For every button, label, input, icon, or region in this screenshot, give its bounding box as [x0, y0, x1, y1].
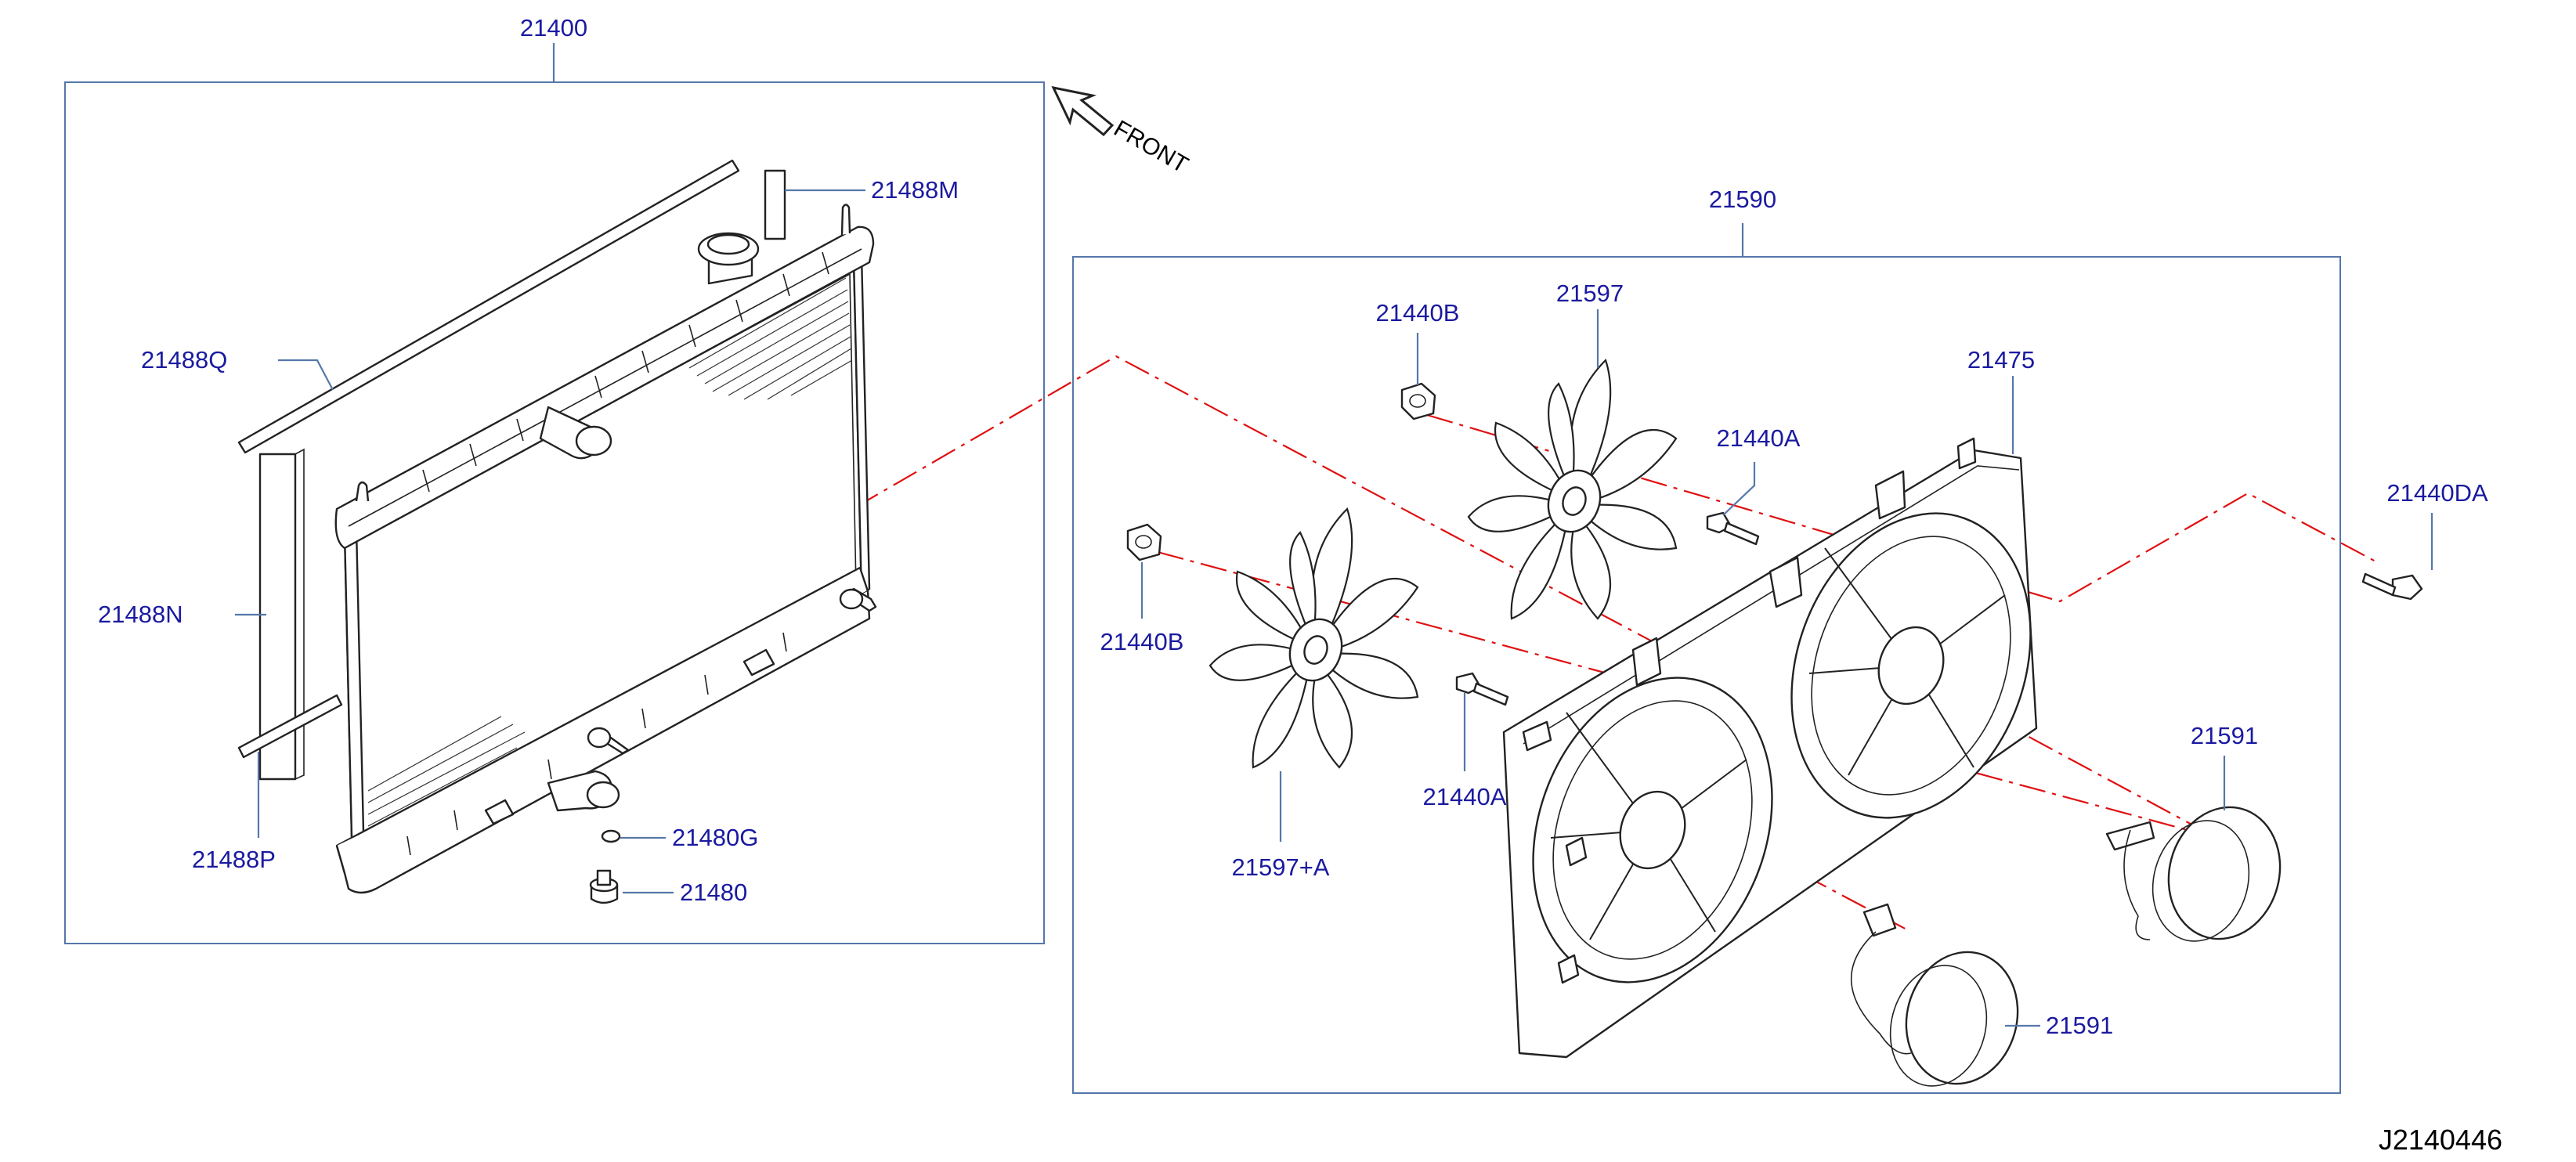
- label-21440A-top: 21440A: [1717, 424, 1801, 452]
- leader-21488Q: [278, 359, 334, 391]
- radiator-seal-m: [764, 169, 786, 240]
- label-21440B-top: 21440B: [1376, 299, 1460, 327]
- label-21590: 21590: [1709, 186, 1776, 213]
- label-21488N: 21488N: [98, 601, 183, 628]
- label-21597A: 21597+A: [1232, 853, 1330, 881]
- label-21480: 21480: [680, 879, 747, 906]
- drain-plug: [589, 869, 619, 904]
- label-21480G: 21480G: [672, 824, 758, 851]
- nut-21440b-left: [1126, 523, 1162, 561]
- nut-21440b-top: [1400, 382, 1436, 420]
- bolt-21440a-mid: [1455, 672, 1509, 706]
- front-label: FRONT: [1110, 115, 1193, 178]
- fan-motor-right: [2105, 806, 2282, 942]
- fan-motor-bottom: [1850, 903, 2019, 1087]
- leader-21440A-top: [1722, 462, 1756, 516]
- label-21440B-left: 21440B: [1100, 628, 1184, 655]
- bolt-21440da: [2361, 572, 2423, 601]
- radiator-seal-n: [258, 448, 305, 781]
- radiator: [334, 204, 877, 894]
- label-21488Q: 21488Q: [141, 346, 227, 374]
- radiator-seal-q: [237, 159, 740, 454]
- drain-plug-gasket: [601, 829, 621, 843]
- front-arrow-icon: [1051, 85, 1115, 137]
- radiator-fins: [367, 277, 853, 850]
- label-21597: 21597: [1556, 280, 1624, 307]
- bolt-21440a-top: [1706, 511, 1760, 546]
- label-21475: 21475: [1967, 346, 2035, 374]
- label-21488M: 21488M: [871, 176, 959, 204]
- diagram-code: J2140446: [2379, 1124, 2502, 1156]
- label-21591-right: 21591: [2191, 722, 2258, 749]
- label-21488P: 21488P: [192, 846, 276, 873]
- label-21440A-mid: 21440A: [1423, 783, 1507, 810]
- fan-upper: [1467, 358, 1678, 620]
- radiator-seal-p: [237, 694, 343, 759]
- centerline-upper-fan: [1426, 413, 2378, 603]
- label-21400: 21400: [520, 14, 587, 42]
- fan-lower: [1209, 507, 1419, 769]
- fan-shroud-group-box: [1072, 256, 2341, 1094]
- fan-shroud: [1502, 437, 2038, 1059]
- label-21591-bottom: 21591: [2046, 1012, 2113, 1039]
- label-21440DA: 21440DA: [2386, 479, 2488, 507]
